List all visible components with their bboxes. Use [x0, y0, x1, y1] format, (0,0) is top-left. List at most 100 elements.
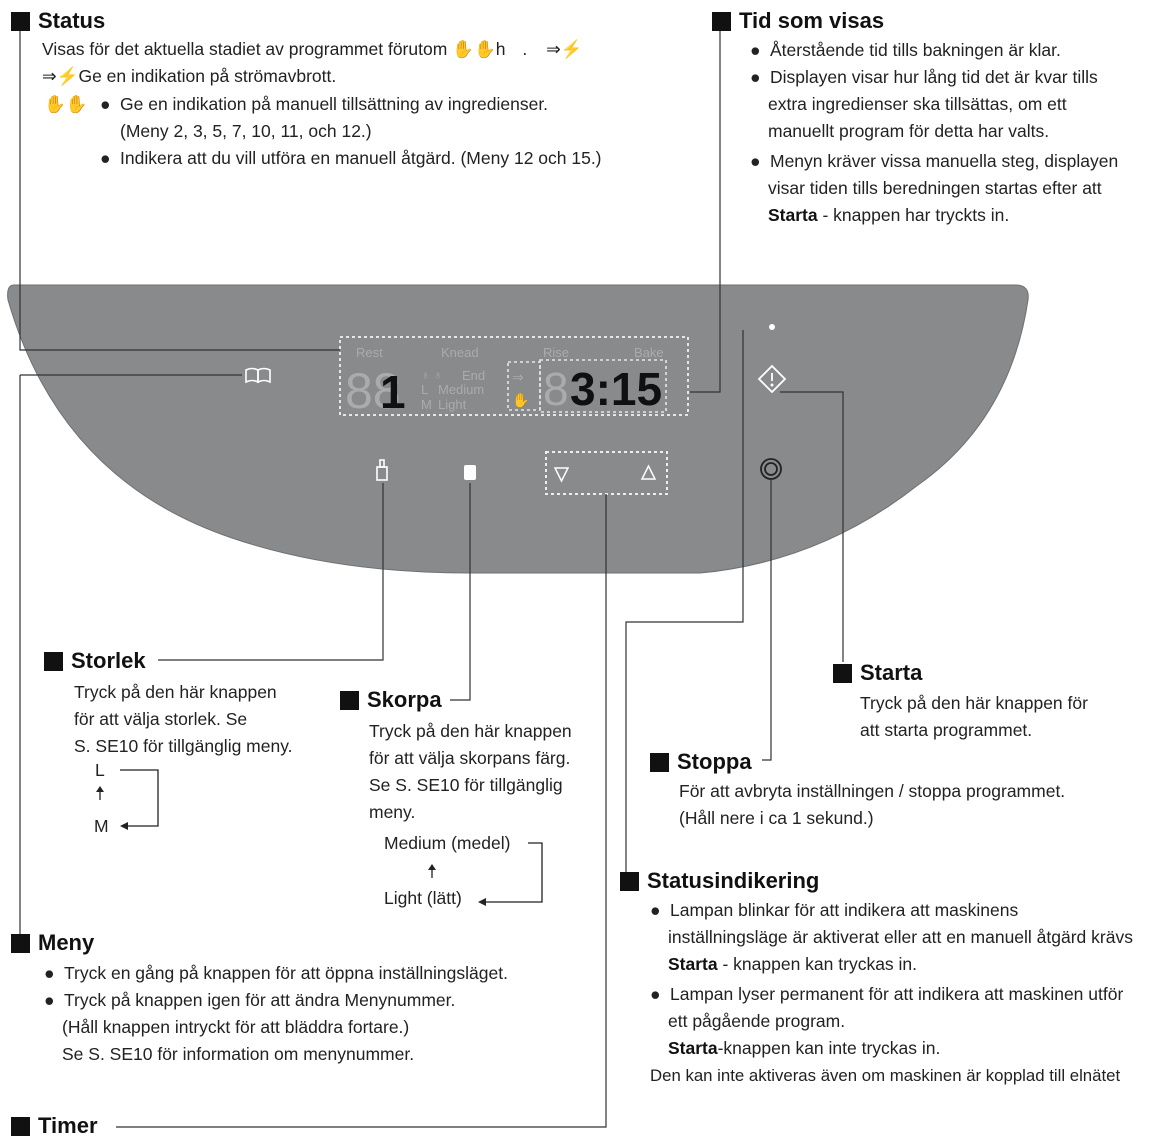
skorpa-line-3: Se S. SE10 för tillgänglig — [369, 775, 563, 795]
heading-square-icon — [712, 11, 731, 31]
heading-square-icon — [11, 1116, 30, 1136]
lcd-hand-icon: ✋ — [512, 392, 529, 408]
storlek-line-3: S. SE10 för tillgänglig meny. — [74, 736, 293, 756]
tid-item-3b: visar tiden tills beredningen startas ef… — [768, 178, 1102, 198]
statusind-line-4: ●Lampan lyser permanent för att indikera… — [650, 984, 1124, 1004]
tid-item-2c: manuellt program för detta har valts. — [768, 121, 1050, 141]
size-arrow-head-up — [96, 786, 104, 792]
crust-button-icon — [464, 465, 476, 480]
storlek-option-m: M — [94, 816, 109, 836]
size-arrow-head-left — [120, 822, 128, 830]
leader-lines — [19, 30, 844, 1128]
lcd-end: End — [462, 368, 485, 383]
hand-icon: ✋✋ — [452, 39, 496, 59]
lcd-time-frame — [539, 359, 667, 413]
statusind-line-2: inställningsläge är aktiverat eller att … — [668, 927, 1133, 947]
tid-item-1: ●Återstående tid tills bakningen är klar… — [750, 40, 1061, 60]
timer-down-icon — [553, 467, 570, 483]
statusind-line-3: Starta - knappen kan tryckas in. — [668, 954, 918, 974]
power-failure-icon: ⇒⚡ — [546, 39, 583, 59]
skorpa-line-1: Tryck på den här knappen — [369, 721, 572, 741]
statusind-heading: Statusindikering — [620, 868, 819, 894]
stoppa-line-1: För att avbryta inställningen / stoppa p… — [679, 781, 1066, 801]
tid-item-3c: Starta - knappen har tryckts in. — [768, 205, 1010, 225]
statusind-line-1: ●Lampan blinkar för att indikera att mas… — [650, 900, 1019, 920]
status-line1: Visas för det aktuella stadiet av progra… — [42, 39, 583, 59]
stoppa-line-2: (Håll nere i ca 1 sekund.) — [679, 808, 874, 828]
leader-timer — [116, 494, 607, 1128]
status-indicator-lamp — [769, 324, 775, 330]
meny-line-1: ●Tryck en gång på knappen för att öppna … — [44, 963, 508, 983]
status-hand-marker: ✋✋ — [44, 91, 88, 118]
leader-stoppa — [762, 479, 772, 761]
timer-up-icon — [640, 464, 657, 480]
lcd-display: Rest Knead Rise Bake 88 1 ♁ ♁ L M Medium… — [339, 336, 689, 419]
heading-square-icon — [833, 663, 852, 683]
start-button-icon — [757, 364, 787, 394]
leader-tid — [690, 30, 721, 393]
meny-line-3: (Håll knappen intryckt för att bläddra f… — [62, 1017, 410, 1037]
tid-heading: Tid som visas — [712, 8, 884, 34]
size-cycle-arrow — [99, 769, 159, 827]
storlek-line-1: Tryck på den här knappen — [74, 682, 277, 702]
control-panel — [7, 284, 1029, 574]
lcd-label-bake: Bake — [634, 345, 664, 360]
power-failure-icon: ⇒⚡ — [42, 66, 79, 86]
skorpa-line-2: för att välja skorpans färg. — [369, 748, 571, 768]
lcd-label-rest: Rest — [356, 345, 383, 360]
size-button-icon — [376, 459, 388, 481]
statusind-line-6: Starta-knappen kan inte tryckas in. — [668, 1038, 941, 1058]
lcd-menu-ghost-digits: 88 — [345, 363, 401, 419]
tid-item-2: ●Displayen visar hur lång tid det är kva… — [750, 67, 1098, 87]
starta-line-1: Tryck på den här knappen för — [860, 693, 1088, 713]
storlek-line-2: för att välja storlek. Se — [74, 709, 248, 729]
lcd-time: 3:15 — [570, 363, 662, 415]
statusind-line-5: ett pågående program. — [668, 1011, 846, 1031]
crust-arrow-head-left — [478, 898, 486, 906]
lcd-status-dotted-frame — [339, 336, 689, 416]
leader-status — [19, 30, 340, 351]
timer-heading: Timer — [11, 1113, 98, 1139]
lcd-power-icon: ⇒ — [512, 369, 524, 385]
skorpa-heading: Skorpa — [340, 687, 442, 713]
status-hand-item-1: ●Ge en indikation på manuell tillsättnin… — [100, 94, 549, 114]
heading-square-icon — [44, 651, 63, 671]
storlek-option-l: L — [95, 760, 105, 780]
leader-storlek — [158, 483, 384, 661]
leader-skorpa — [450, 483, 471, 701]
heading-square-icon — [11, 11, 30, 31]
lcd-label-rise: Rise — [543, 345, 569, 360]
starta-line-2: att starta programmet. — [860, 720, 1033, 740]
lcd-crust-medium: Medium — [438, 382, 484, 397]
tid-item-3: ●Menyn kräver vissa manuella steg, displ… — [750, 151, 1119, 171]
heading-square-icon — [650, 752, 669, 772]
status-hand-item-1b: (Meny 2, 3, 5, 7, 10, 11, och 12.) — [120, 121, 372, 141]
lcd-size-m: M — [421, 397, 432, 412]
leader-starta — [780, 391, 844, 662]
lcd-size-l: L — [421, 382, 428, 397]
heading-square-icon — [620, 871, 639, 891]
lcd-time-ghost: 8 — [543, 363, 569, 415]
heading-square-icon — [11, 933, 30, 953]
status-line2: ⇒⚡Ge en indikation på strömavbrott. — [42, 66, 337, 86]
stoppa-heading: Stoppa — [650, 749, 752, 775]
lcd-crust-light: Light — [438, 397, 467, 412]
skorpa-option-medium: Medium (medel) — [384, 833, 511, 853]
storlek-heading: Storlek — [44, 648, 146, 674]
status-hand-item-2: ●Indikera att du vill utföra en manuell … — [100, 148, 602, 168]
skorpa-line-4: meny. — [369, 802, 416, 822]
tid-item-2b: extra ingredienser ska tillsättas, om et… — [768, 94, 1067, 114]
menu-book-icon — [245, 367, 271, 384]
meny-heading: Meny — [11, 930, 94, 956]
leader-statusind — [625, 330, 744, 876]
status-heading: Status — [11, 8, 105, 34]
skorpa-option-light: Light (lätt) — [384, 888, 462, 908]
statusind-line-7: Den kan inte aktiveras även om maskinen … — [650, 1066, 1121, 1085]
meny-line-2: ●Tryck på knappen igen för att ändra Men… — [44, 990, 456, 1010]
heading-square-icon — [340, 690, 359, 710]
hand-icon: ✋✋ — [44, 94, 88, 114]
crust-arrow-head-up — [428, 864, 436, 870]
lcd-label-knead: Knead — [441, 345, 479, 360]
starta-heading: Starta — [833, 660, 922, 686]
